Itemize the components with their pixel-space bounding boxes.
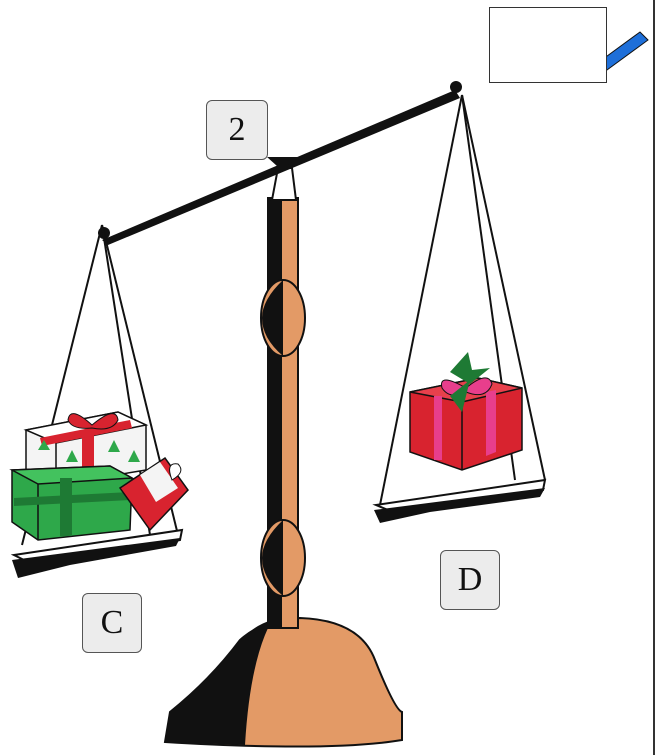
page-edge-line bbox=[653, 0, 655, 755]
label-left-pan: C bbox=[82, 593, 142, 653]
label-right-pan: D bbox=[440, 550, 500, 610]
right-pan bbox=[374, 480, 545, 523]
red-gift-right bbox=[410, 352, 522, 470]
label-top: 2 bbox=[206, 100, 268, 160]
scale-base bbox=[165, 618, 402, 747]
gift-stack-left bbox=[12, 412, 188, 540]
answer-box[interactable] bbox=[489, 7, 607, 83]
scale-pillar bbox=[261, 168, 305, 628]
green-gift bbox=[12, 466, 132, 540]
